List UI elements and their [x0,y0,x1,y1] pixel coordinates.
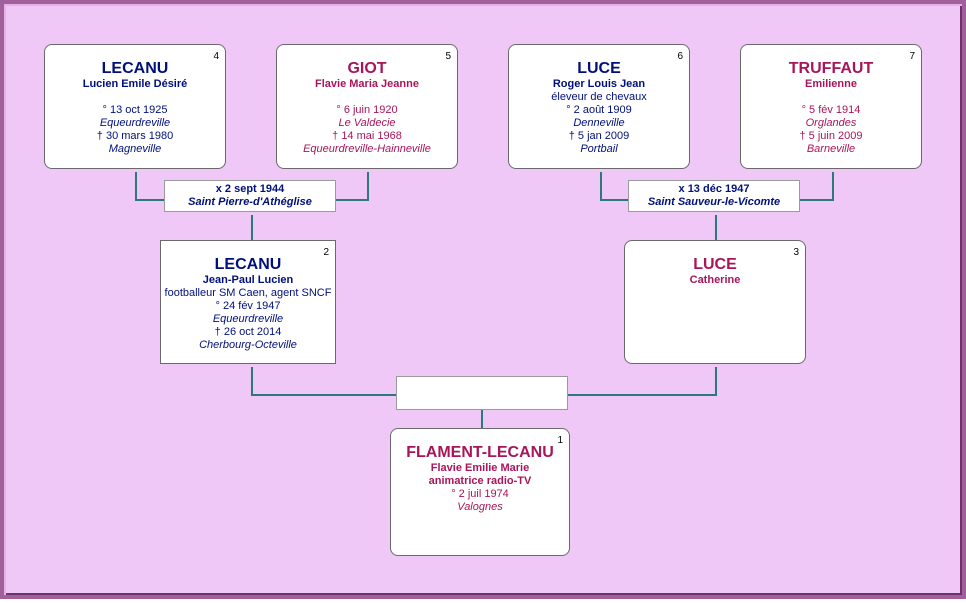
sosa-number: 1 [557,435,563,446]
death-date: † 30 mars 1980 [96,130,174,142]
surname: GIOT [347,60,387,77]
person-card-4[interactable]: 4 LECANU Lucien Emile Désiré ° 13 oct 19… [44,44,226,169]
connector-p6-m67 [600,172,632,201]
person-card-3[interactable]: 3 LUCE Catherine [624,240,806,364]
given-names: Roger Louis Jean [552,78,646,90]
given-names: Lucien Emile Désiré [82,78,188,90]
sosa-number: 6 [677,51,683,62]
given-names: Catherine [689,274,741,286]
person-card-2[interactable]: 2 LECANU Jean-Paul Lucien footballeur SM… [160,240,336,364]
death-place: Equeurdreville-Hainneville [303,143,431,155]
birth-date: ° 13 oct 1925 [102,104,168,116]
connector-p5-m45 [336,172,369,201]
birth-place: Le Valdecie [338,117,396,129]
death-place: Portbail [580,143,618,155]
death-date: † 26 oct 2014 [214,326,282,338]
sosa-number: 2 [323,247,329,258]
surname: LECANU [101,60,169,77]
occupation: éleveur de chevaux [551,91,647,103]
connector-p3-union [568,367,717,396]
death-date: † 5 juin 2009 [799,130,863,142]
birth-place: Orglandes [805,117,857,129]
person-card-7[interactable]: 7 TRUFFAUT Emilienne ° 5 fév 1914 Orglan… [740,44,922,169]
connector-p4-m45 [135,172,168,201]
birth-date: ° 5 fév 1914 [801,104,861,116]
marriage-place: Saint Sauveur-le-Vicomte [647,196,781,208]
sosa-number: 3 [793,247,799,258]
surname: LUCE [693,256,737,273]
person-card-6[interactable]: 6 LUCE Roger Louis Jean éleveur de cheva… [508,44,690,169]
person-card-1[interactable]: 1 FLAMENT-LECANU Flavie Emilie Marie ani… [390,428,570,556]
birth-place: Equeurdreville [212,313,284,325]
connector-p7-m67 [800,172,834,201]
death-date: † 14 mai 1968 [332,130,402,142]
surname: LUCE [577,60,621,77]
marriage-box-6-7[interactable]: x 13 déc 1947 Saint Sauveur-le-Vicomte [628,180,800,212]
given-names: Jean-Paul Lucien [202,274,294,286]
birth-date: ° 24 fév 1947 [215,300,281,312]
sosa-number: 4 [213,51,219,62]
death-date: † 5 jan 2009 [568,130,630,142]
marriage-box-4-5[interactable]: x 2 sept 1944 Saint Pierre-d'Athéglise [164,180,336,212]
surname: LECANU [214,256,282,273]
sosa-number: 7 [909,51,915,62]
surname: TRUFFAUT [788,60,874,77]
connector-p2-union [251,367,400,396]
birth-place: Equeurdreville [99,117,171,129]
given-names: Flavie Emilie Marie [430,462,530,474]
given-names: Emilienne [805,78,857,90]
death-place: Magneville [108,143,162,155]
birth-date: ° 2 juil 1974 [451,488,509,500]
birth-date: ° 2 août 1909 [566,104,632,116]
birth-place: Denneville [573,117,625,129]
marriage-place: Saint Pierre-d'Athéglise [188,196,312,208]
person-card-5[interactable]: 5 GIOT Flavie Maria Jeanne ° 6 juin 1920… [276,44,458,169]
given-names: Flavie Maria Jeanne [315,78,419,90]
birth-place: Valognes [457,501,503,513]
occupation: footballeur SM Caen, agent SNCF [164,287,332,299]
death-place: Cherbourg-Octeville [199,339,297,351]
surname: FLAMENT-LECANU [406,444,554,461]
occupation: animatrice radio-TV [428,475,532,487]
marriage-date: x 2 sept 1944 [215,183,285,195]
death-place: Barneville [806,143,856,155]
birth-date: ° 6 juin 1920 [336,104,398,116]
marriage-box-2-3[interactable] [396,376,568,410]
marriage-date: x 13 déc 1947 [678,183,750,195]
sosa-number: 5 [445,51,451,62]
connector-lines [135,172,834,432]
